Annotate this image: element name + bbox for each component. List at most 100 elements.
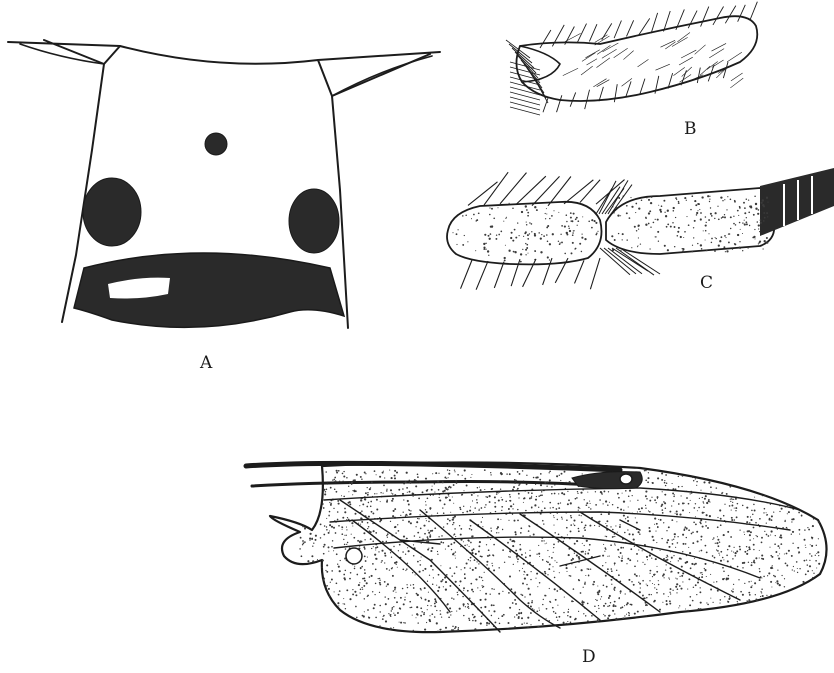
stipple-dot — [766, 512, 767, 513]
stipple-dot — [566, 482, 567, 483]
stipple-dot — [758, 228, 759, 229]
stipple-dot — [777, 569, 778, 570]
seta-line — [750, 2, 757, 20]
stipple-dot — [389, 569, 390, 570]
stipple-dot — [441, 616, 442, 617]
stipple-dot — [752, 237, 754, 239]
stipple-dot — [734, 519, 736, 521]
stipple-dot — [524, 578, 526, 580]
stipple-dot — [655, 531, 656, 532]
stipple-dot — [434, 598, 436, 600]
stipple-dot — [595, 491, 596, 492]
stipple-dot — [330, 487, 332, 489]
stipple-dot — [685, 543, 687, 545]
stipple-dot — [460, 508, 462, 510]
stipple-dot — [466, 511, 468, 513]
stipple-dot — [649, 554, 651, 556]
stipple-dot — [753, 544, 755, 546]
stipple-dot — [556, 616, 558, 618]
stipple-dot — [405, 515, 406, 516]
seta-line — [585, 90, 590, 109]
stipple-dot — [780, 543, 782, 545]
stipple-dot — [387, 533, 389, 535]
stipple-dot — [514, 251, 516, 253]
stipple-dot — [546, 213, 547, 214]
stipple-dot — [755, 594, 756, 595]
stipple-dot — [345, 570, 347, 572]
stipple-dot — [602, 565, 603, 566]
stipple-dot — [676, 583, 678, 585]
stipple-dot — [723, 246, 725, 248]
stipple-dot — [647, 477, 649, 479]
stipple-dot — [421, 598, 422, 599]
stipple-dot — [441, 580, 442, 581]
stipple-dot — [412, 615, 413, 616]
stipple-dot — [674, 536, 675, 537]
stipple-dot — [558, 541, 560, 543]
stipple-dot — [705, 240, 706, 241]
stipple-dot — [554, 532, 555, 533]
stipple-dot — [753, 538, 754, 539]
stipple-dot — [440, 613, 442, 615]
stipple-dot — [384, 555, 386, 557]
stipple-dot — [761, 542, 763, 544]
stipple-dot — [670, 226, 672, 228]
stipple-dot — [749, 594, 751, 596]
stipple-dot — [809, 560, 810, 561]
stipple-dot — [340, 560, 341, 561]
stipple-dot — [566, 214, 568, 216]
stipple-dot — [563, 612, 564, 613]
stipple-dot — [480, 555, 482, 557]
stipple-dot — [703, 230, 704, 231]
stipple-dot — [764, 217, 766, 219]
stipple-dot — [721, 217, 722, 218]
stipple-dot — [429, 534, 431, 536]
stipple-dot — [559, 572, 560, 573]
stipple-dot — [610, 602, 611, 603]
stipple-dot — [812, 570, 813, 571]
stipple-dot — [809, 565, 811, 567]
stipple-dot — [689, 512, 690, 513]
stipple-dot — [724, 596, 725, 597]
stipple-dot — [697, 510, 698, 511]
stipple-dot — [327, 484, 328, 485]
stipple-dot — [539, 479, 541, 481]
stipple-dot — [449, 567, 451, 569]
wing-basal-spot — [346, 548, 362, 564]
stipple-dot — [578, 556, 580, 558]
stipple-dot — [494, 621, 496, 623]
stipple-dot — [677, 572, 679, 574]
stipple-dot — [360, 589, 362, 591]
stipple-dot — [433, 577, 434, 578]
stipple-dot — [764, 495, 766, 497]
stipple-dot — [452, 629, 454, 631]
stipple-dot — [522, 568, 523, 569]
stipple-dot — [467, 241, 468, 242]
stipple-dot — [761, 554, 763, 556]
stipple-dot — [563, 493, 565, 495]
stipple-dot — [543, 235, 545, 237]
stipple-dot — [541, 491, 542, 492]
stipple-dot — [574, 553, 575, 554]
stipple-dot — [718, 545, 720, 547]
stipple-dot — [748, 248, 749, 249]
stipple-dot — [363, 615, 365, 617]
stipple-dot — [430, 550, 432, 552]
stipple-dot — [498, 532, 499, 533]
stipple-dot — [448, 473, 450, 475]
stipple-dot — [758, 243, 759, 244]
stipple-dot — [413, 584, 414, 585]
stipple-dot — [655, 558, 657, 560]
stipple-dot — [474, 507, 475, 508]
stipple-dot — [427, 605, 428, 606]
stipple-dot — [323, 579, 325, 581]
stipple-dot — [794, 570, 795, 571]
stipple-dot — [635, 203, 637, 205]
stipple-dot — [631, 247, 632, 248]
stipple-dot — [688, 503, 690, 505]
stipple-dot — [490, 474, 491, 475]
stipple-dot — [683, 237, 684, 238]
stipple-dot — [419, 564, 421, 566]
stipple-dot — [572, 232, 574, 234]
stipple-dot — [690, 596, 692, 598]
